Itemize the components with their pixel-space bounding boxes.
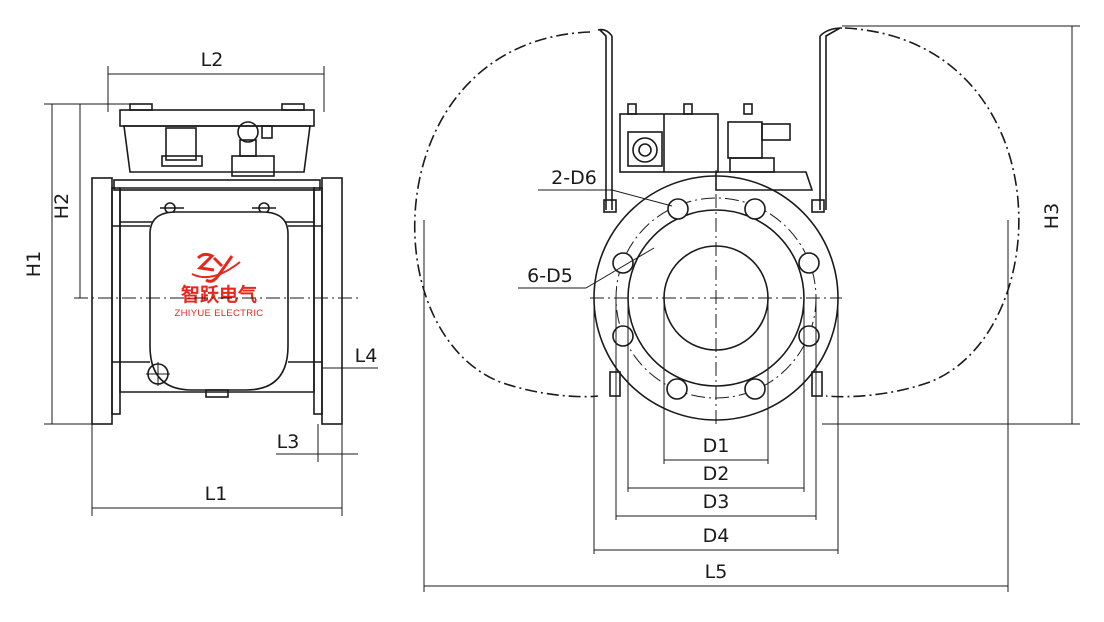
leader-line-D6 bbox=[611, 189, 673, 207]
top-mounting-holes bbox=[667, 198, 766, 220]
logo-mark-y-icon bbox=[205, 255, 234, 283]
bolt-hole bbox=[666, 378, 688, 400]
side-view: 智跃电气 ZHIYUE ELECTRIC L2 L1 L3 L4 H1 H2 bbox=[23, 49, 378, 516]
front-view: 2-D6 6-D5 D1 D2 D3 D4 L5 H3 bbox=[413, 25, 1080, 592]
right-flange-hub bbox=[313, 187, 323, 415]
left-handle-arm bbox=[597, 28, 613, 210]
valve-body bbox=[119, 187, 315, 393]
leader-line-D5 bbox=[585, 247, 655, 289]
left-flange-hub bbox=[111, 187, 121, 415]
capsule-cover bbox=[149, 211, 289, 391]
right-flange bbox=[321, 177, 343, 425]
callout-label-D6: 2-D6 bbox=[551, 167, 597, 189]
dimension-label-H2: H2 bbox=[51, 193, 73, 219]
dimension-label-H1: H1 bbox=[23, 251, 45, 277]
motor-unit bbox=[165, 127, 197, 161]
bolt-hole bbox=[744, 378, 766, 400]
right-handle-arm bbox=[819, 27, 843, 210]
bolt-hole bbox=[612, 252, 634, 274]
logo-chinese-name: 智跃电气 bbox=[181, 283, 257, 306]
mounting-hole bbox=[744, 198, 766, 220]
left-flange bbox=[91, 177, 113, 425]
bolt-hole bbox=[798, 252, 820, 274]
front-motor-unit bbox=[727, 121, 763, 159]
gland-block bbox=[627, 131, 663, 167]
dimension-label-D2: D2 bbox=[703, 463, 730, 485]
actuator-cover bbox=[119, 109, 315, 127]
dimension-label-L1: L1 bbox=[205, 483, 228, 505]
connector-box bbox=[231, 155, 275, 177]
drain-plug bbox=[205, 389, 229, 398]
dimension-label-L4: L4 bbox=[355, 345, 378, 367]
dimension-label-D4: D4 bbox=[703, 525, 730, 547]
dimension-label-L5: L5 bbox=[705, 561, 728, 583]
mounting-bracket bbox=[113, 179, 321, 191]
dimension-label-L3: L3 bbox=[277, 431, 300, 453]
actuator-box bbox=[619, 113, 719, 173]
cable-gland bbox=[237, 121, 259, 143]
mounting-hole bbox=[667, 198, 689, 220]
cover-bolt bbox=[129, 103, 153, 111]
logo-mark-z-icon bbox=[196, 252, 215, 272]
cover-bolt bbox=[281, 103, 305, 111]
dimension-label-L2: L2 bbox=[201, 49, 224, 71]
actuator-housing bbox=[123, 125, 311, 173]
logo-english-name: ZHIYUE ELECTRIC bbox=[175, 308, 264, 319]
dimension-label-D1: D1 bbox=[703, 435, 730, 457]
dimension-label-H3: H3 bbox=[1041, 203, 1063, 229]
front-cable-gland bbox=[632, 137, 658, 163]
left-handle-swing-arc bbox=[413, 31, 599, 398]
dimension-label-D3: D3 bbox=[703, 491, 730, 513]
callout-label-D5: 6-D5 bbox=[527, 265, 573, 287]
company-logo: 智跃电气 ZHIYUE ELECTRIC bbox=[175, 252, 264, 319]
right-handle-swing-arc bbox=[825, 27, 1020, 398]
front-connector bbox=[761, 123, 791, 141]
